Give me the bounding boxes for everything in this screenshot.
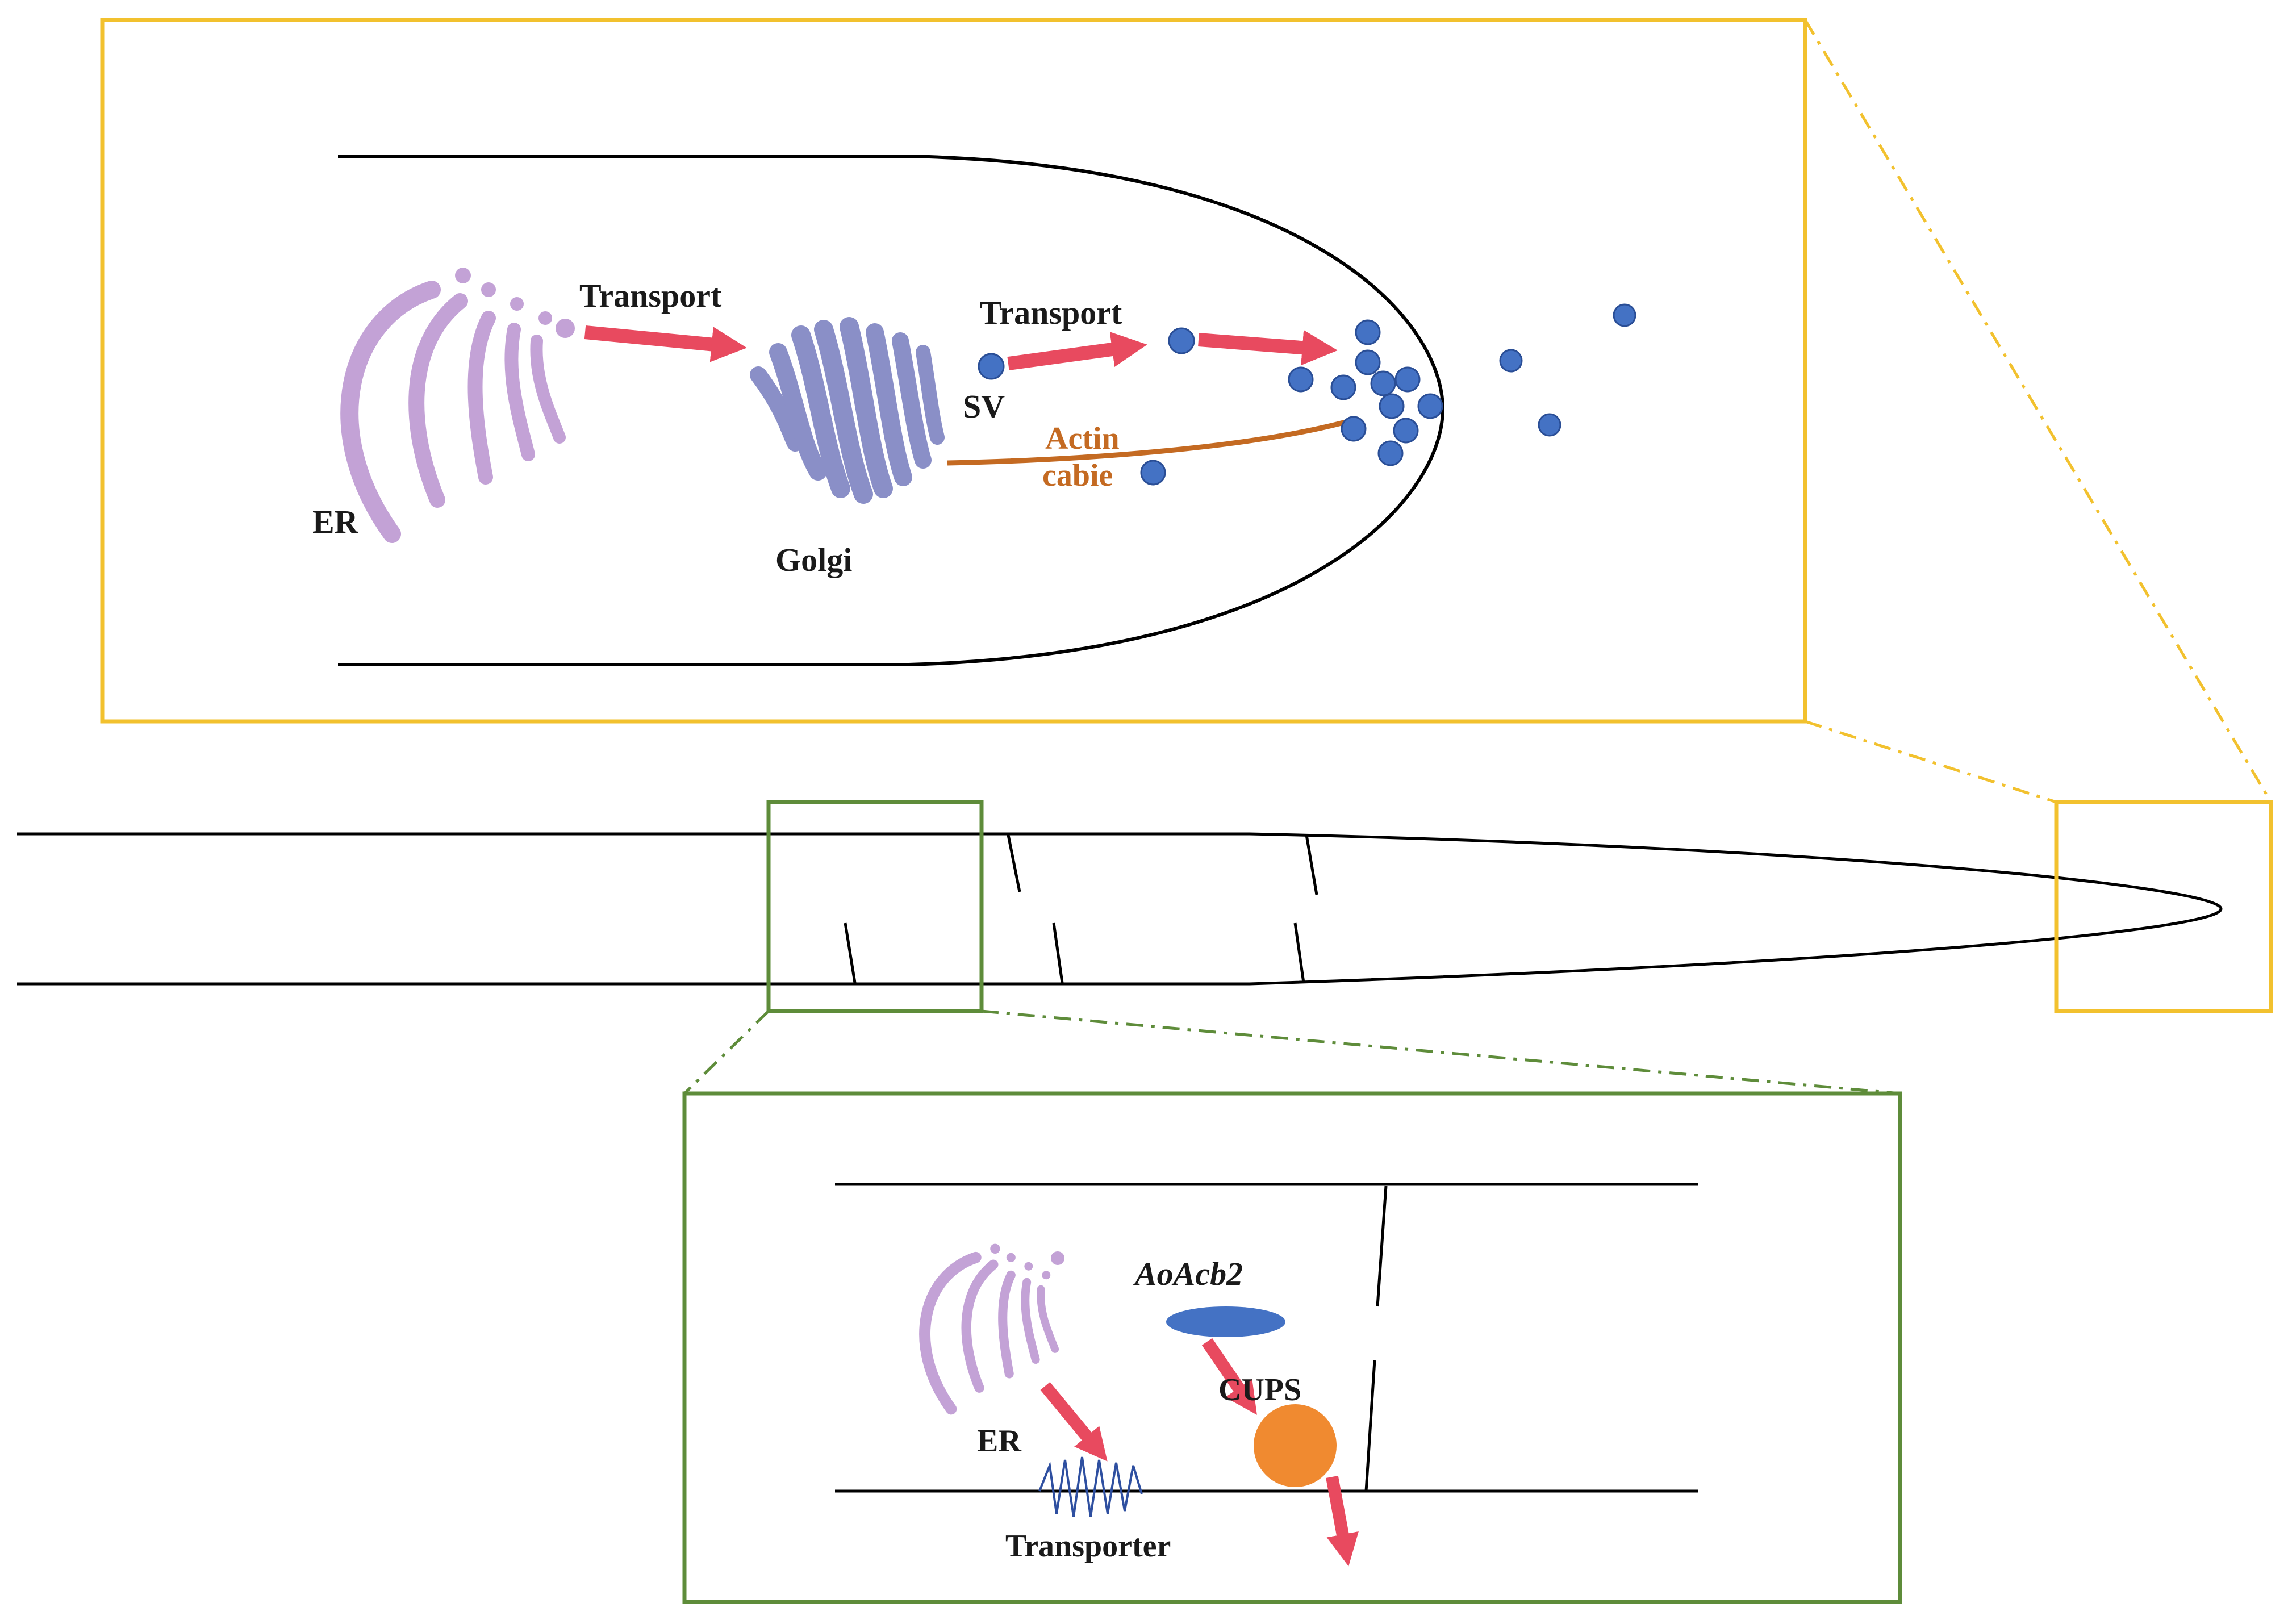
golgi-label: Golgi [775,541,852,578]
vesicle-icon [1140,460,1166,486]
aoacb2-label: AoAcb2 [1133,1255,1243,1292]
transport-arrow-er-golgi [584,325,747,362]
actin-cable [947,418,1353,466]
vesicle-icon [1379,393,1405,419]
vesicle-icon [1355,319,1381,345]
transporter-label: Transporter [1005,1529,1171,1564]
septa [844,834,1318,983]
vesicle-icon [1330,374,1356,400]
septum-zoom-connectors [683,1009,1901,1095]
vesicle-icon [1370,370,1396,396]
actin-label-line1: Actin [1045,421,1120,456]
arrow-aoacb2-cups [1201,1338,1257,1415]
cups-label: CUPS [1218,1372,1301,1408]
vesicle-icon [1499,349,1523,373]
aoacb2-protein-icon [1166,1306,1285,1337]
septum-region-box [766,800,984,1013]
hypha-overview [17,800,2273,1013]
sv-label: SV [963,388,1005,425]
tip-region-box [2054,800,2273,1013]
vesicle-icon [1168,327,1195,354]
vesicle-icon [1417,393,1443,419]
er-vesicle-icon [556,319,575,338]
vesicle-icon [1538,413,1561,437]
septum-zoom-frame [682,1091,1902,1604]
bottom-er-label: ER [977,1423,1021,1459]
vesicle-icon [1288,366,1314,393]
septum-zoom-panel: ER Transporter AoAcb2 CUPS [682,1091,1902,1604]
top-er-label: ER [312,503,359,540]
vesicle-icon [1394,366,1421,393]
transporter-icon [1038,1456,1143,1517]
vesicle-icon [1613,303,1636,327]
vesicle-icon [1355,349,1381,375]
transport-arrow-sv-2 [1198,330,1338,366]
er-organelle-icon [925,1244,1055,1409]
vesicle-icon [1393,418,1419,444]
golgi-icon [750,317,945,504]
top-transport-label-2: Transport [980,294,1122,331]
transport-arrow-sv-1 [1007,332,1147,370]
tip-zoom-connectors [1803,19,2273,804]
top-transport-label-1: Transport [579,277,722,314]
cups-compartment-icon [1254,1404,1337,1487]
secretory-vesicle-icon [978,353,1005,380]
septum-lines [1364,1185,1388,1492]
er-organelle-icon [349,268,560,534]
arrow-cups-secretion [1326,1475,1359,1567]
actin-label-line2: cabie [1042,458,1113,493]
hyphal-tip-outline [338,155,1445,666]
vesicle-icon [1377,440,1404,466]
vesicle-cluster [1140,303,1636,486]
tip-zoom-panel: ER Transport Golgi SV Transport Actin ca… [100,18,1807,724]
vesicle-icon [1341,416,1367,442]
hypha-outline [17,832,2223,986]
arrow-er-transporter [1040,1381,1108,1462]
tip-zoom-frame [100,18,1807,724]
er-vesicle-icon [1051,1251,1064,1265]
